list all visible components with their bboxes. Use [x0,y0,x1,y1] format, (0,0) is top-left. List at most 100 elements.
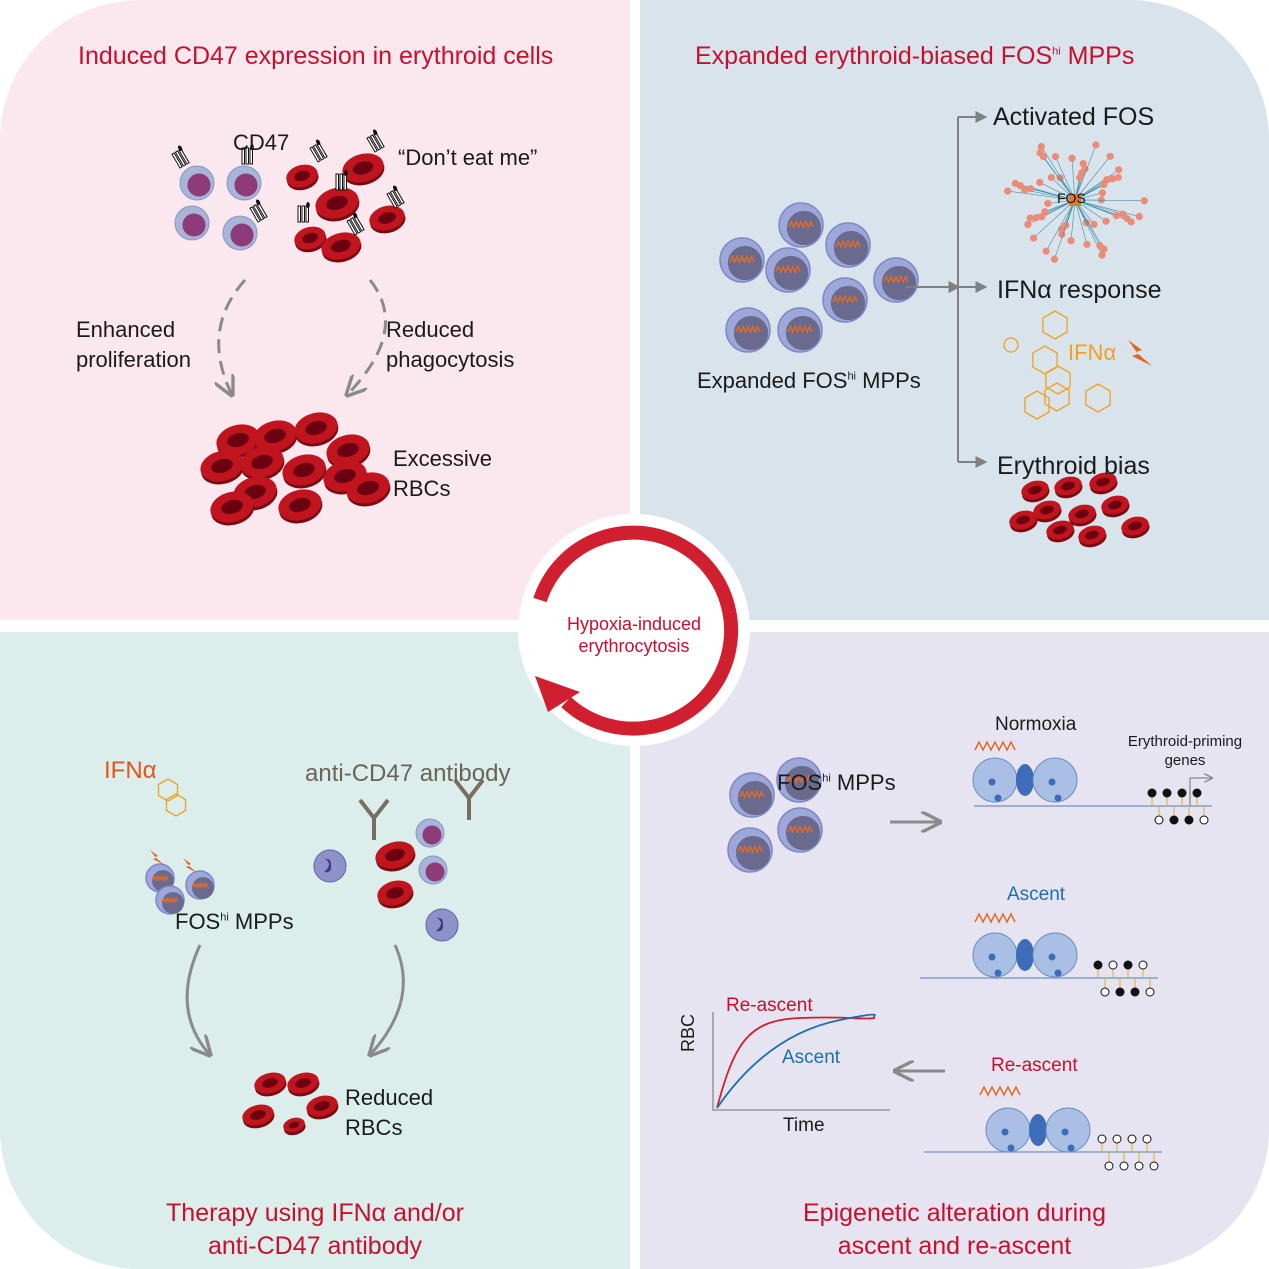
label-line: phagocytosis [386,347,515,372]
red-blood-cell [240,446,285,481]
red-blood-cell [282,454,327,489]
ifn-ring-icon [1032,345,1058,375]
red-blood-cell [342,153,385,186]
unmethylated-cpg-icon [1199,815,1209,825]
ascent-curve [716,1013,876,1109]
reascent-methylation [924,1134,1162,1171]
network-edge [1043,156,1076,201]
rbc-center [334,468,356,484]
network-node [1115,166,1123,174]
rbc-center [1016,515,1030,525]
network-node [1092,141,1100,149]
network-node [1032,214,1040,222]
erythroid-bias-label: Erythroid bias [997,452,1150,480]
rbc-center [352,161,374,175]
network-edge [1033,199,1076,239]
rbc-center [288,1121,300,1129]
lightning-icon [150,850,164,865]
network-node [1090,220,1098,229]
red-blood-cell [306,1095,339,1120]
network-node [1042,247,1050,255]
normoxia-label: Normoxia [995,714,1077,735]
erythroblast [174,205,210,241]
lightning-icon [1128,340,1152,366]
label-line: Reduced [386,317,475,342]
rbc-center [250,1110,266,1120]
title-line: ascent and re-ascent [837,1232,1072,1260]
network-edge [1074,199,1105,250]
network-node [1140,197,1148,205]
unmethylated-cpg-icon [1119,1161,1129,1171]
rbc-center [357,480,379,496]
ifn-ring-icon [157,778,179,802]
histone-mark [1061,1128,1069,1136]
erythroblast-nucleus [234,173,258,197]
network-edge [1024,189,1076,201]
linker-protein [1016,764,1034,796]
network-node [1062,221,1070,229]
mpp-nucleus [192,877,214,899]
red-blood-cell [294,412,339,447]
network-edge [1007,190,1076,201]
mpp-nucleus [786,210,822,246]
ifn-ring-icon [1003,337,1019,353]
erythroblast [226,165,262,201]
red-blood-cell [200,450,245,485]
receptor-tip [344,170,348,176]
label-line: Reduced [345,1085,434,1110]
network-edge [1074,199,1140,217]
unmethylated-cpg-icon [1127,1134,1137,1144]
histone-mark [1054,969,1062,977]
methylated-cpg-icon [1115,987,1125,997]
erythroblast [179,165,215,201]
network-node [1021,186,1029,194]
ifn-alpha-label: IFNα [104,757,157,784]
network-edge [1074,199,1123,215]
network-edge [1074,199,1145,202]
cycle-arrow [533,525,739,736]
center-label-line1: Hypoxia-induced [566,614,702,634]
erythroblast-nucleus [422,825,442,845]
network-edge [1074,169,1119,201]
rbc-center [294,170,310,182]
erythroblast [415,818,445,848]
receptor-tip [315,139,321,146]
network-node [1037,142,1045,151]
histone-mark [1007,1144,1015,1152]
red-blood-cell [1068,504,1097,527]
network-edge [1074,199,1088,245]
receptor-tip [352,212,358,219]
title-line: Therapy using IFNα and/or [166,1199,464,1227]
mpp-nucleus [733,315,769,351]
label-line: RBCs [345,1115,403,1140]
mrna-icon [883,274,909,284]
activated-fos-label: Activated FOS [993,103,1155,131]
rbc-center [295,1078,311,1088]
antibody-icon [453,778,485,820]
network-node [1047,173,1055,182]
center-disc [518,514,750,746]
rbc-center [1061,481,1075,491]
cd47-receptor-icon [309,139,328,163]
rbc-center [1075,509,1089,519]
label-line: genes [1164,752,1206,769]
title-sup: hi [1052,45,1061,58]
tss-arrow-icon [1189,778,1212,806]
panel-title-fos: Expanded erythroid-biased FOShi MPPs [695,42,1134,71]
rbc-center [264,428,286,444]
reduced-rbcs-label: Reduced RBCs [345,1083,433,1143]
red-blood-cell [286,164,319,191]
histone-mark [1054,794,1062,802]
mrna-icon [735,324,761,334]
title-line: anti-CD47 antibody [207,1232,422,1260]
receptor-strand [346,219,358,236]
mrna-icon [737,844,763,854]
title-part: Expanded erythroid-biased FOS [695,42,1053,70]
rbc-center [1085,530,1099,540]
nucleosome-pair [972,932,1078,978]
cd47-receptor-icon [366,129,385,153]
reascent-state-label: Re-ascent [991,1055,1078,1076]
fos-mpp-cell [719,237,765,283]
antibody-shape [453,778,485,820]
